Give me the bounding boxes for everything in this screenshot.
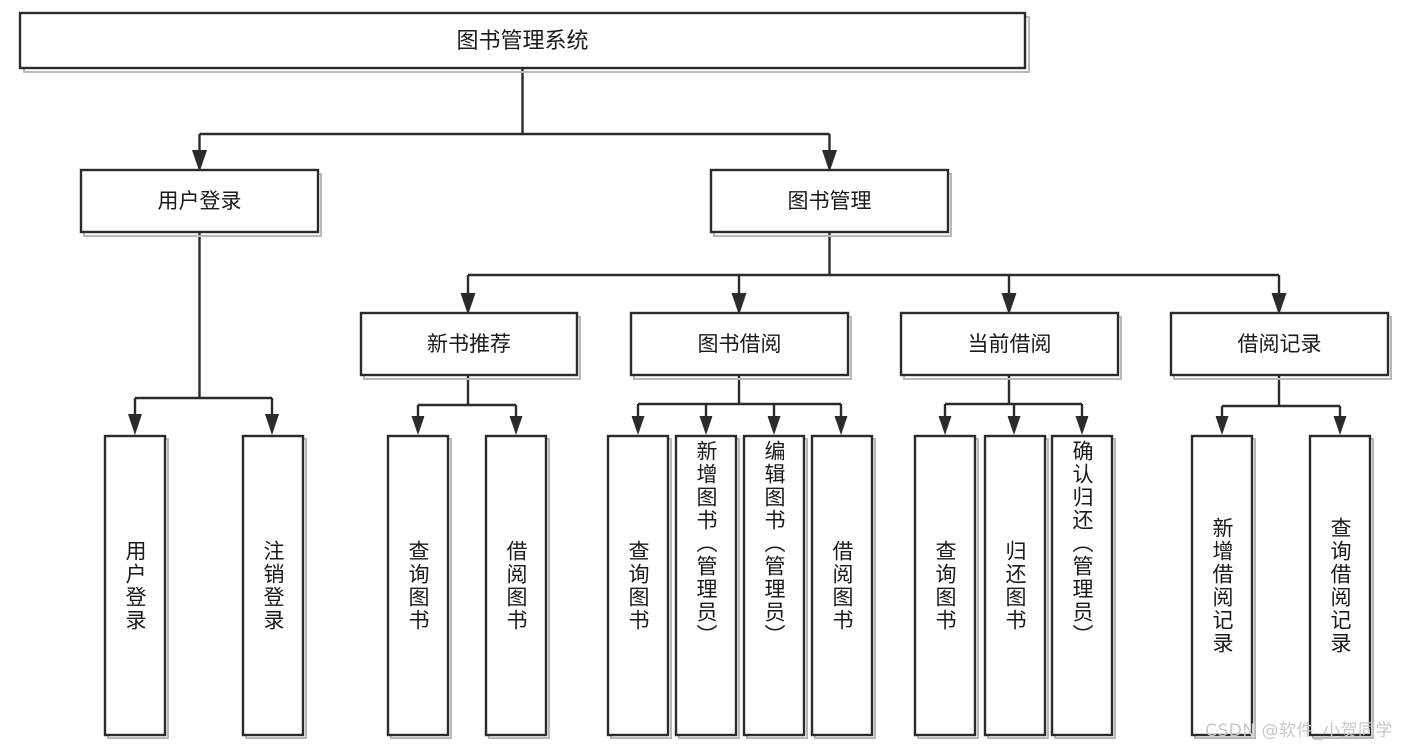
- arrow-to-leaf-logout: [265, 414, 279, 435]
- leaf-node-query-book-3[interactable]: [913, 434, 979, 739]
- leaf-node-query-book-2[interactable]: [606, 434, 672, 739]
- leaf-user-login-rect: [103, 434, 167, 737]
- leaf-add-book-rect: [674, 434, 738, 737]
- arrow-to-borrow: [731, 293, 747, 315]
- node-root-label: 图书管理系统: [456, 29, 588, 54]
- node-user-login-label: 用户登录: [158, 189, 242, 213]
- leaf-query-book-3-rect: [913, 434, 977, 737]
- arrow-to-book-mgmt: [822, 150, 837, 172]
- arrow-to-leaf-borrow-book-1: [509, 416, 523, 435]
- node-current-borrow-label: 当前借阅: [968, 332, 1052, 356]
- node-book-borrow-label: 图书借阅: [698, 332, 782, 356]
- arrow-to-leaf-edit-book: [767, 416, 781, 435]
- leaf-return-book-rect: [983, 434, 1047, 737]
- connectors-userlogin-to-leaves: [128, 232, 279, 435]
- arrow-to-borrow-record: [1271, 293, 1287, 315]
- leaf-node-query-record[interactable]: [1308, 434, 1374, 739]
- node-new-book-recommend-rect: [359, 311, 579, 377]
- node-book-management-rect: [709, 168, 950, 234]
- node-current-borrow-rect: [899, 311, 1120, 377]
- leaf-node-user-login[interactable]: [103, 434, 169, 739]
- node-user-login[interactable]: 用户登录: [79, 168, 322, 237]
- node-user-login-rect: [79, 168, 320, 234]
- leaf-node-add-record[interactable]: [1190, 434, 1256, 739]
- leaf-query-record-rect: [1308, 434, 1372, 737]
- leaf-node-borrow-book-1[interactable]: [484, 434, 550, 739]
- arrow-to-leaf-confirm-return: [1075, 416, 1089, 435]
- arrow-to-current-borrow: [1001, 293, 1017, 315]
- node-root-system[interactable]: 图书管理系统: [18, 11, 1030, 73]
- leaf-query-book-1-rect: [386, 434, 450, 737]
- node-new-book-recommend[interactable]: 新书推荐: [359, 311, 581, 380]
- connectors-borrowrecord-to-leaves: [1215, 375, 1347, 435]
- node-root-rect: [18, 11, 1027, 70]
- node-borrow-record-rect: [1169, 311, 1390, 377]
- leaf-node-logout[interactable]: [241, 434, 307, 739]
- leaf-borrow-book-2-rect: [810, 434, 874, 737]
- leaf-confirm-return-rect: [1050, 434, 1114, 737]
- leaf-node-query-book-1[interactable]: [386, 434, 452, 739]
- connectors-newbook-to-leaves: [411, 375, 523, 435]
- connectors-currentborrow-to-leaves: [938, 375, 1089, 435]
- node-borrow-record[interactable]: 借阅记录: [1169, 311, 1392, 380]
- leaf-query-book-2-rect: [606, 434, 670, 737]
- leaf-node-add-book[interactable]: [674, 434, 740, 739]
- leaf-logout-rect: [241, 434, 305, 737]
- arrow-to-newbook: [460, 293, 476, 315]
- arrow-to-leaf-add-record: [1215, 416, 1229, 435]
- leaf-node-edit-book[interactable]: [742, 434, 808, 739]
- node-book-management-label: 图书管理: [788, 189, 872, 213]
- arrow-to-user-login: [192, 150, 207, 172]
- arrow-to-leaf-query-book-2: [631, 416, 645, 435]
- arrow-to-leaf-query-book-1: [411, 416, 425, 435]
- connectors-bookborrow-to-leaves: [631, 375, 848, 435]
- arrow-to-leaf-borrow-book-2: [834, 416, 848, 435]
- node-borrow-record-label: 借阅记录: [1238, 332, 1322, 356]
- leaf-edit-book-rect: [742, 434, 806, 737]
- connectors-root-to-level2: [192, 68, 837, 172]
- arrow-to-leaf-query-record: [1333, 416, 1347, 435]
- arrow-to-leaf-user-login: [128, 414, 142, 435]
- node-book-borrow[interactable]: 图书借阅: [629, 311, 852, 380]
- leaf-node-borrow-book-2[interactable]: [810, 434, 876, 739]
- node-book-borrow-rect: [629, 311, 850, 377]
- leaf-node-confirm-return[interactable]: [1050, 434, 1116, 739]
- node-new-book-recommend-label: 新书推荐: [427, 332, 511, 356]
- node-current-borrow[interactable]: 当前借阅: [899, 311, 1122, 380]
- leaf-add-record-rect: [1190, 434, 1254, 737]
- arrow-to-leaf-add-book: [699, 416, 713, 435]
- connectors-bookmgmt-to-level3: [460, 232, 1287, 315]
- leaf-borrow-book-1-rect: [484, 434, 548, 737]
- leaf-node-return-book[interactable]: [983, 434, 1049, 739]
- arrow-to-leaf-return-book: [1007, 416, 1021, 435]
- node-book-management[interactable]: 图书管理: [709, 168, 952, 237]
- arrow-to-leaf-query-book-3: [938, 416, 952, 435]
